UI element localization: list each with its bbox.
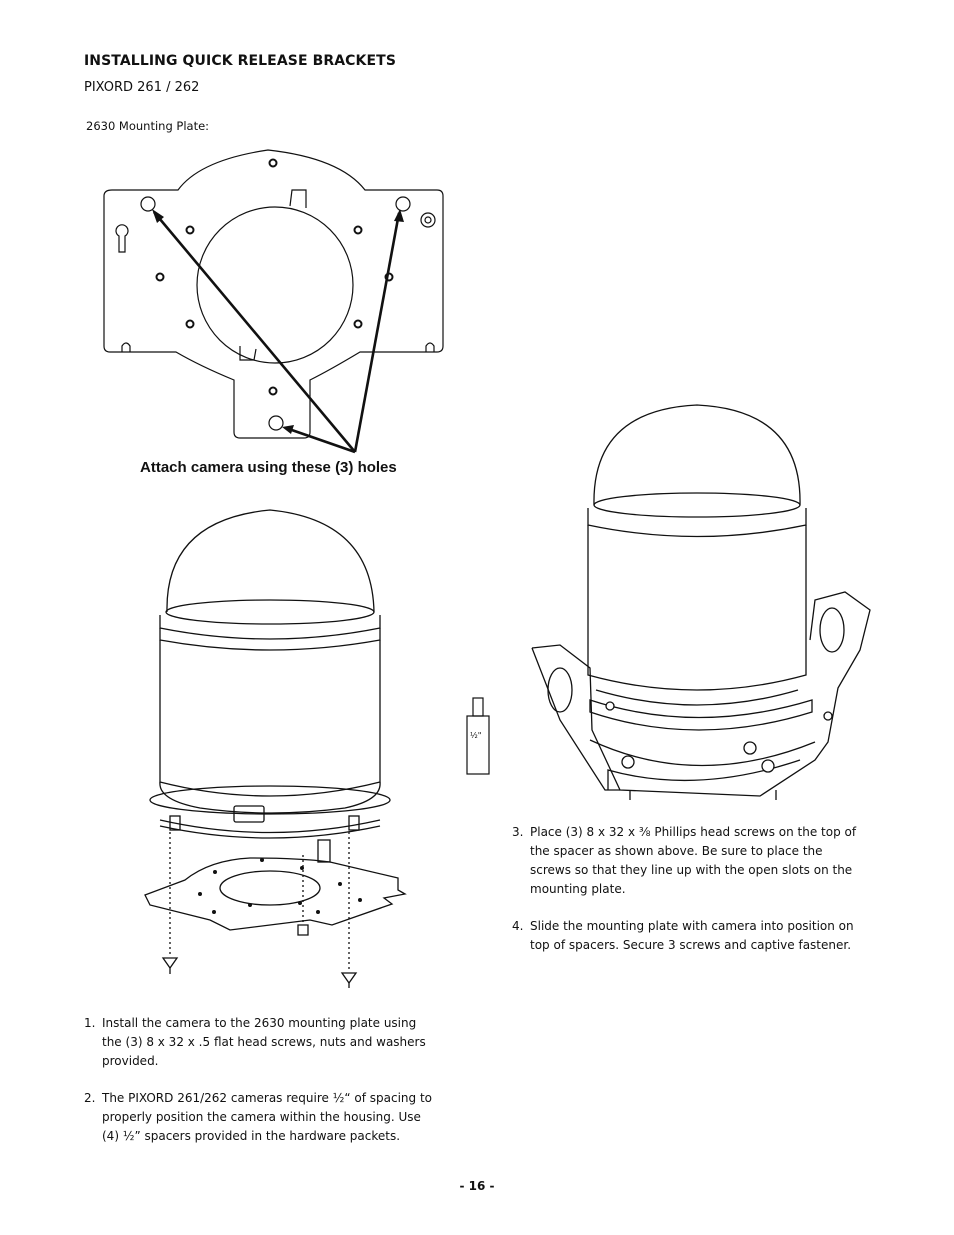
step-number: 1.	[84, 1016, 96, 1030]
step-item: 2. The PIXORD 261/262 cameras require ½“…	[84, 1089, 434, 1146]
step-item: 3. Place (3) 8 x 32 x ⅜ Phillips head sc…	[512, 823, 862, 899]
step-text: Slide the mounting plate with camera int…	[530, 919, 854, 952]
exploded-plate-holes	[198, 858, 362, 914]
step-item: 1. Install the camera to the 2630 mounti…	[84, 1014, 434, 1071]
callout-text: Attach camera using these (3) holes	[140, 459, 397, 476]
callout-arrows	[152, 209, 404, 454]
assembled-fasteners	[605, 701, 833, 773]
plate-caption: 2630 Mounting Plate:	[86, 119, 210, 133]
step-text: Install the camera to the 2630 mounting …	[102, 1016, 426, 1068]
step-number: 3.	[512, 825, 524, 839]
page-number: - 16 -	[459, 1179, 495, 1193]
model-subtitle: PIXORD 261 / 262	[84, 80, 200, 95]
camera-assembled-drawing	[531, 404, 871, 800]
mounting-plate-drawing	[103, 149, 444, 439]
step-number: 4.	[512, 919, 524, 933]
steps-left: 1. Install the camera to the 2630 mounti…	[84, 1014, 434, 1164]
step-text: The PIXORD 261/262 cameras require ½“ of…	[102, 1091, 432, 1143]
step-number: 2.	[84, 1091, 96, 1105]
step-text: Place (3) 8 x 32 x ⅜ Phillips head screw…	[530, 825, 857, 896]
steps-right: 3. Place (3) 8 x 32 x ⅜ Phillips head sc…	[512, 823, 862, 973]
plate-bolt-holes	[155, 158, 394, 396]
step-item: 4. Slide the mounting plate with camera …	[512, 917, 862, 955]
spacer-drawing	[466, 697, 490, 775]
camera-exploded-drawing	[144, 509, 407, 988]
page-heading: INSTALLING QUICK RELEASE BRACKETS	[84, 53, 397, 69]
spacer-label: ½"	[470, 731, 482, 740]
